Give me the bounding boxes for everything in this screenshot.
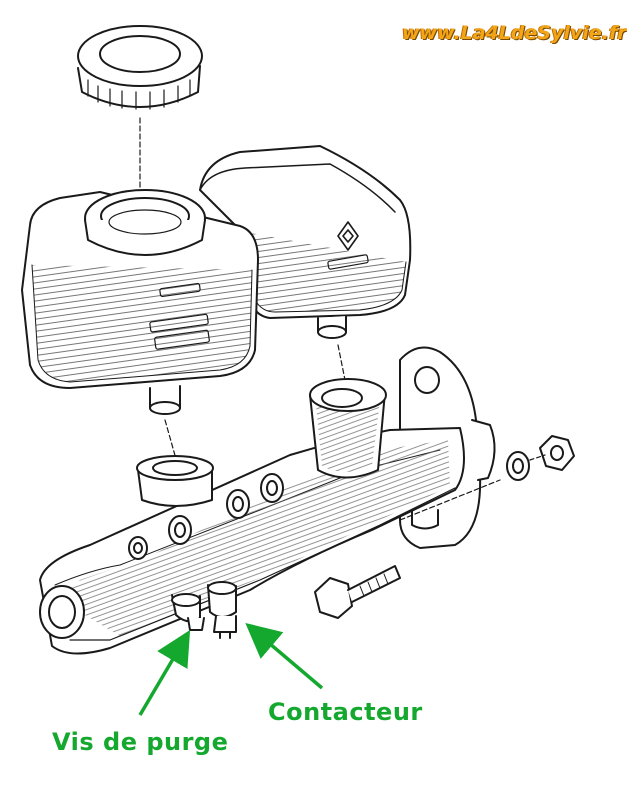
bleed-screw-label: Vis de purge bbox=[52, 728, 229, 756]
assembly-axis-right-port bbox=[337, 344, 346, 381]
assembly-axis-bolt bbox=[399, 479, 501, 521]
master-cylinder-diagram bbox=[21, 25, 575, 716]
assembly-axis-nut bbox=[529, 454, 546, 461]
fluid-reservoir bbox=[21, 145, 412, 415]
master-cylinder-body bbox=[39, 346, 496, 655]
nut bbox=[539, 435, 575, 471]
renault-logo-icon bbox=[337, 221, 359, 251]
washer bbox=[506, 451, 530, 481]
switch-label: Contacteur bbox=[268, 698, 423, 726]
site-watermark: www.La4LdeSylvie.fr bbox=[402, 22, 627, 44]
callout-arrows bbox=[138, 622, 324, 716]
reservoir-cap bbox=[77, 25, 203, 110]
mounting-bolt bbox=[314, 565, 401, 619]
bleed-screw-arrow bbox=[138, 629, 191, 716]
switch-arrow bbox=[245, 622, 324, 690]
